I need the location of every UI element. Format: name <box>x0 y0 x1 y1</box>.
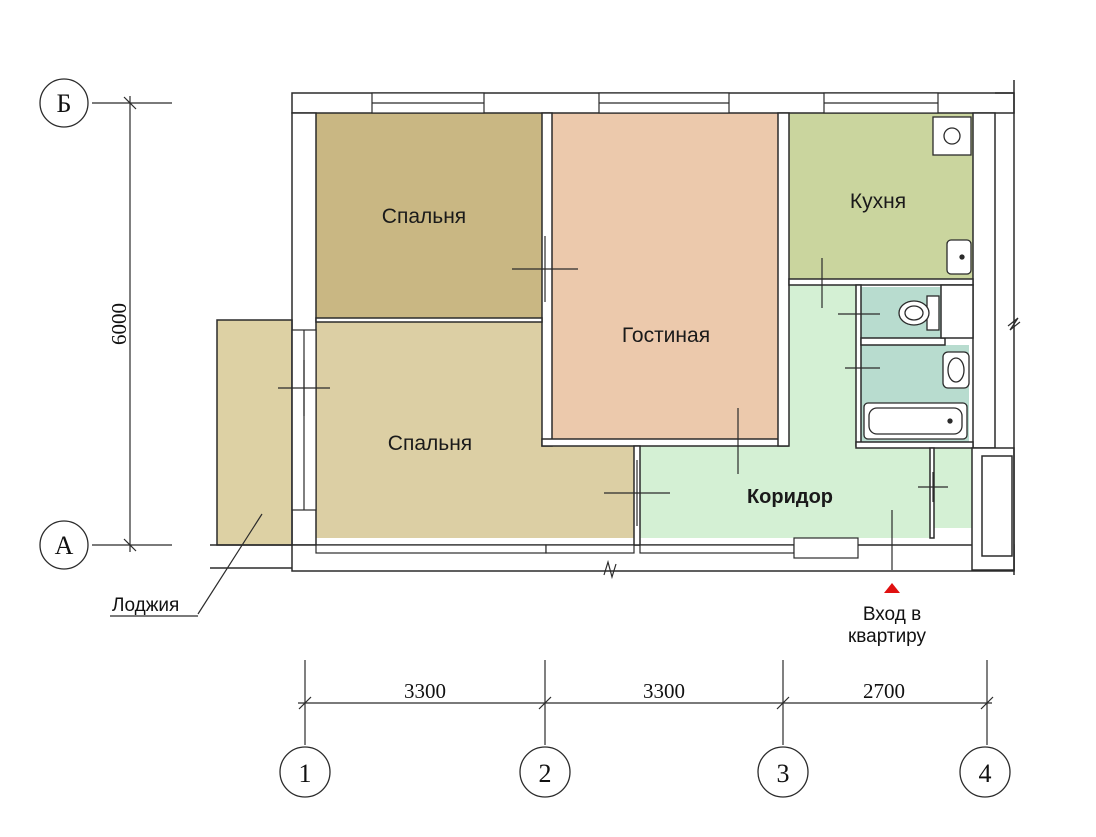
corridor-label: Коридор <box>747 486 833 508</box>
column-axis-2: 2 <box>519 746 571 798</box>
fixtures <box>863 116 972 440</box>
bedroom-bottom-label: Спальня <box>388 432 472 455</box>
column-axis-1: 1 <box>279 746 331 798</box>
break-mark-bottom <box>603 559 617 580</box>
column-axis-4: 4 <box>959 746 1011 798</box>
bedroom-top-room <box>316 113 542 319</box>
bedroom-top-label: Спальня <box>382 205 466 228</box>
column-axis-1-label: 1 <box>299 759 312 788</box>
column-axis-3: 3 <box>757 746 809 798</box>
loggia-room <box>217 320 291 545</box>
row-axis-a: А <box>39 520 89 570</box>
loggia-label: Лоджия <box>112 595 179 616</box>
living-room <box>552 113 778 439</box>
entrance-label-line2: квартиру <box>848 626 927 647</box>
door-marks <box>278 236 948 570</box>
entrance-label-line1: Вход в <box>863 604 921 625</box>
corridor-room <box>640 285 972 538</box>
vertical-dimension-value: 6000 <box>107 303 131 345</box>
horizontal-dimension <box>298 660 994 745</box>
loggia-leader <box>197 513 263 615</box>
kitchen-sink-icon <box>946 239 972 275</box>
row-axis-b-label: Б <box>57 89 72 118</box>
windows <box>291 92 939 559</box>
corridor-right-niche <box>932 448 972 528</box>
column-axis-2-label: 2 <box>539 759 552 788</box>
living-label: Гостиная <box>622 324 710 347</box>
loggia-outline <box>210 319 293 569</box>
dimension-2-3: 3300 <box>643 679 685 703</box>
column-axis-3-label: 3 <box>777 759 790 788</box>
kitchen-label: Кухня <box>850 190 906 213</box>
row-axis-b: Б <box>39 78 89 128</box>
stove-icon <box>932 116 972 156</box>
row-axis-a-label: А <box>55 531 74 560</box>
entrance-marker <box>884 583 900 593</box>
dimension-3-4: 2700 <box>863 679 905 703</box>
column-axis-4-label: 4 <box>979 759 992 788</box>
vertical-dimension <box>92 96 172 552</box>
dimension-1-2: 3300 <box>404 679 446 703</box>
break-mark-right <box>1007 317 1021 331</box>
